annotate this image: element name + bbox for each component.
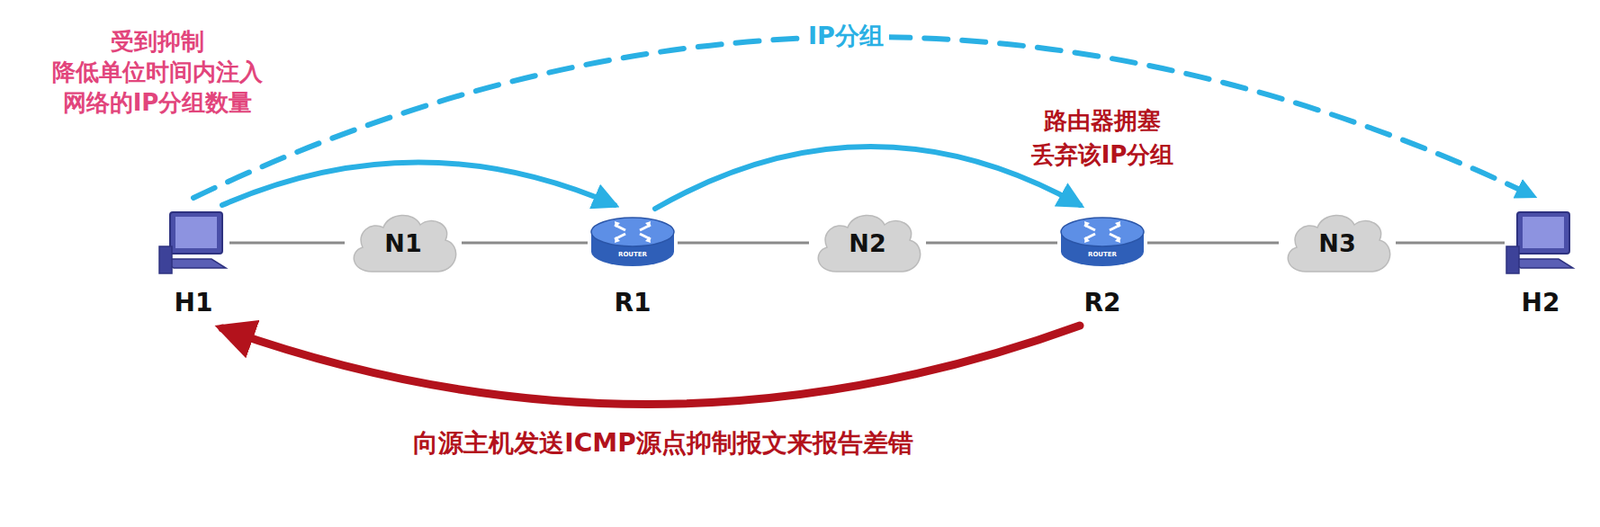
network-link	[1395, 242, 1505, 245]
network-cloud: N1	[344, 206, 462, 279]
router-icon	[1057, 214, 1148, 270]
callout-note: 降低单位时间内注入网络的IP分组数量	[48, 57, 267, 119]
node-label: R1	[613, 287, 651, 318]
node-label: N2	[848, 229, 886, 258]
network-link	[229, 242, 345, 245]
host-computer: H1	[157, 208, 230, 318]
node-label: R2	[1083, 287, 1121, 318]
network-link	[925, 242, 1058, 245]
router: R1	[587, 214, 678, 318]
ip-packet-arrow	[193, 36, 1534, 198]
edge-label: 向源主机发送ICMP源点抑制报文来报告差错	[407, 426, 918, 461]
host-icon	[157, 208, 230, 278]
node-label: N3	[1318, 229, 1356, 258]
callout-heading: 路由器拥塞	[1043, 106, 1161, 137]
node-label: H1	[174, 287, 214, 318]
network-link	[461, 242, 588, 245]
router-marking: ROUTER	[1087, 251, 1117, 260]
router: R2	[1057, 214, 1148, 318]
router-marking: ROUTER	[618, 251, 648, 260]
ip-packet-arrow	[655, 146, 1080, 209]
ip-packet-arrow	[222, 162, 615, 207]
callout-heading: 受到抑制	[110, 26, 205, 58]
edge-label: IP分组	[802, 19, 890, 53]
host-icon	[1504, 208, 1577, 278]
network-link	[1147, 242, 1279, 245]
network-link	[677, 242, 809, 245]
node-label: N1	[384, 229, 422, 258]
node-label: H2	[1521, 287, 1561, 318]
network-cloud: N3	[1278, 206, 1396, 279]
icmp-report-arrow	[222, 325, 1080, 405]
network-cloud: N2	[808, 206, 926, 279]
router-icon	[587, 214, 678, 270]
callout-note: 丢弃该IP分组	[1031, 140, 1175, 171]
host-computer: H2	[1504, 208, 1577, 318]
